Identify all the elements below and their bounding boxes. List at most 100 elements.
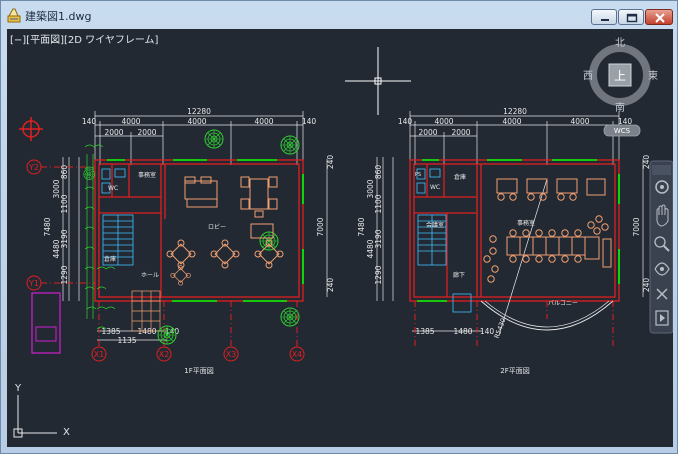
dim-left-4: 3190 — [60, 229, 69, 248]
cad-drawing-canvas[interactable]: 12280 140 4000 4000 4000 140 2000 2000 1… — [7, 29, 673, 447]
crosshair-cursor — [345, 47, 411, 115]
dim-left-outer-1: 7480 — [43, 217, 52, 236]
orbit-icon[interactable] — [654, 262, 670, 276]
dim-left-outer-2: 4480 — [52, 239, 61, 258]
dim-top-1: 140 — [82, 117, 97, 126]
ucs-x-label: X — [63, 427, 70, 438]
dim-left-1: 3000 — [52, 179, 61, 198]
dim-bottom-1: 1385 — [101, 327, 120, 336]
dim-top-3: 4000 — [187, 117, 206, 126]
compass-west[interactable]: 西 — [583, 71, 593, 82]
room2-label-office: 事務室 — [517, 219, 535, 227]
room-label-office: 事務室 — [138, 171, 156, 179]
viewcube[interactable]: 上 北 南 東 西 WCS — [583, 37, 658, 137]
dim2-left-4: 3190 — [374, 229, 383, 248]
wcs-menu-button[interactable] — [603, 124, 641, 137]
axis-label-x3: X3 — [226, 350, 237, 359]
axis-label-x1: X1 — [94, 350, 105, 359]
room-label-storage: 倉庫 — [104, 255, 116, 263]
dim2-left-1: 3000 — [366, 179, 375, 198]
floor-plan-1f[interactable]: 12280 140 4000 4000 4000 140 2000 2000 1… — [26, 107, 335, 375]
room2-label-storage: 倉庫 — [454, 173, 466, 181]
ucs-icon: X Y — [13, 383, 70, 438]
room-label-hall: ホール — [141, 272, 159, 279]
dim-top-4: 4000 — [254, 117, 273, 126]
dwg-file-icon — [7, 8, 21, 23]
dim2-right-3: 240 — [642, 278, 651, 293]
origin-marker-icon — [19, 117, 43, 141]
steering-wheel-icon[interactable] — [655, 180, 669, 194]
dim2-top-4: 4000 — [570, 117, 589, 126]
maximize-icon — [626, 13, 638, 23]
dim-top-5: 140 — [302, 117, 317, 126]
dim-bottom-2: 1480 — [137, 327, 156, 336]
show-motion-icon[interactable] — [655, 310, 669, 326]
dim2-sub-1: 2000 — [418, 128, 437, 137]
dim2-left-3: 1100 — [374, 194, 383, 213]
pan-icon[interactable] — [656, 204, 669, 227]
axis-label-y2: Y2 — [28, 163, 39, 172]
viewcube-face-top[interactable]: 上 — [614, 69, 626, 83]
dim-top-2: 4000 — [121, 117, 140, 126]
room-label-lobby: ロビー — [208, 223, 226, 231]
dim2-top-5: 140 — [618, 117, 633, 126]
axis-label-x4: X4 — [292, 350, 303, 359]
dim-left-5: 1290 — [60, 265, 69, 284]
dim-right-2: 7000 — [316, 217, 325, 236]
window-title: 建築図1.dwg — [25, 10, 92, 23]
dim2-right-1: 240 — [642, 155, 651, 170]
minimize-icon — [601, 19, 609, 21]
dim2-bottom-1: 1385 — [415, 327, 434, 336]
maximize-button[interactable] — [618, 9, 644, 25]
minimize-button[interactable] — [591, 9, 617, 25]
ucs-y-label: Y — [14, 383, 22, 394]
car-outline — [31, 292, 61, 354]
dim-left-3: 1100 — [60, 194, 69, 213]
compass-south[interactable]: 南 — [615, 101, 625, 114]
axis-label-x2: X2 — [159, 350, 170, 359]
dim-total-2f: 12280 — [503, 107, 527, 116]
dim-total-1f: 12280 — [187, 107, 211, 116]
dim-bottom-4: 1135 — [117, 336, 136, 345]
zoom-extents-icon[interactable] — [654, 236, 670, 252]
dim2-left-5: 1290 — [374, 265, 383, 284]
dim2-left-2: 860 — [374, 165, 383, 180]
close-button[interactable] — [645, 9, 673, 25]
compass-north[interactable]: 北 — [615, 37, 625, 49]
plan1-title: 1F平面図 — [184, 367, 213, 375]
navigation-bar[interactable] — [649, 160, 673, 334]
dim2-right-2: 7000 — [632, 217, 641, 236]
room2-label-wc: WC — [430, 184, 440, 191]
dim-sub-1: 2000 — [104, 128, 123, 137]
dim2-top-1: 140 — [398, 117, 413, 126]
room2-label-meeting: 会議室 — [426, 221, 444, 229]
close-icon — [655, 13, 665, 23]
dim2-bottom-3: 140 — [480, 327, 495, 336]
compass-east[interactable]: 東 — [648, 69, 658, 82]
walk-icon[interactable] — [656, 288, 668, 300]
dim2-left-outer-2: 4480 — [366, 239, 375, 258]
room2-label-ps: PS — [415, 172, 421, 178]
dim2-top-2: 4000 — [434, 117, 453, 126]
viewport-controls-label[interactable]: [−][平面図][2D ワイヤフレーム] — [10, 35, 159, 46]
room2-label-corridor: 廊下 — [453, 271, 465, 279]
room-label-wc: WC — [108, 185, 118, 192]
radius-label: R5430 — [493, 317, 508, 340]
floor-plan-2f[interactable]: 12280 140 4000 4000 4000 140 2000 2000 1… — [357, 107, 651, 375]
nav-bar-close-button[interactable] — [652, 165, 671, 175]
dim2-bottom-2: 1480 — [453, 327, 472, 336]
dim2-sub-2: 2000 — [451, 128, 470, 137]
title-bar[interactable]: 建築図1.dwg — [1, 1, 677, 29]
dim-sub-2: 2000 — [137, 128, 156, 137]
dim2-left-outer-1: 7480 — [357, 217, 366, 236]
dim-right-3: 240 — [326, 278, 335, 293]
axis-label-y1: Y1 — [28, 279, 39, 288]
room2-label-balcony: バルコニー — [548, 300, 578, 307]
dim-left-2: 860 — [60, 165, 69, 180]
plan2-title: 2F平面図 — [500, 367, 529, 375]
wcs-label: WCS — [614, 127, 631, 135]
drawing-viewport[interactable]: 12280 140 4000 4000 4000 140 2000 2000 1… — [7, 29, 673, 447]
dim-right-1: 240 — [326, 155, 335, 170]
dim2-top-3: 4000 — [502, 117, 521, 126]
